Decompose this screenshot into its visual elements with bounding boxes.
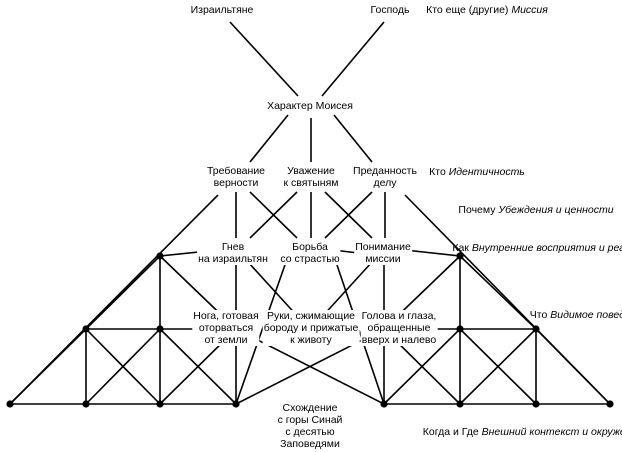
node-devotion: Преданность делу — [352, 165, 418, 189]
understanding-line-2: миссии — [365, 253, 401, 265]
node-descent: Схождение с горы Синай с десятью Заповед… — [276, 402, 344, 450]
line-left-lattice-5 — [85, 328, 161, 405]
line-left-lattice-7 — [159, 328, 237, 405]
hands-line-3: к животу — [290, 334, 332, 346]
how-label: Как — [452, 242, 469, 254]
label-character: Характер Моисея — [266, 100, 354, 112]
line-center-diag-1 — [235, 261, 287, 405]
line-left-lattice-6 — [9, 328, 87, 405]
line-understanding-right — [404, 249, 461, 257]
descent-line-2: с горы Синай — [277, 414, 343, 426]
line-center-cross-2 — [235, 328, 385, 405]
line-right-lattice-7 — [383, 328, 461, 405]
why-label: Почему — [458, 204, 496, 216]
node-dot-12 — [232, 400, 240, 408]
descent-line-1: Схождение — [282, 402, 338, 414]
devotion-line-2: делу — [373, 177, 397, 189]
respect-line-1: Уважение — [287, 165, 335, 177]
hands-line-1: Руки, сжимающие — [266, 310, 356, 322]
node-dot-15 — [532, 400, 540, 408]
line-character-demand — [249, 114, 289, 163]
node-foot: Нога, готовая оторваться от земли — [192, 310, 260, 346]
node-dot-9 — [6, 400, 14, 408]
line-right-lattice-2 — [459, 255, 537, 330]
node-dot-13 — [380, 400, 388, 408]
head-line-3: вверх и налево — [361, 334, 437, 346]
line-left-lattice-2 — [85, 255, 161, 330]
foot-line-2: оторваться — [198, 322, 254, 334]
line-lord-character — [321, 21, 385, 97]
node-dot-4 — [156, 325, 164, 333]
node-understanding: Понимание миссии — [354, 241, 412, 265]
struggle-line-1: Борьба — [292, 241, 328, 253]
identity-label: Идентичность — [448, 166, 525, 178]
line-right-lattice-6 — [535, 328, 611, 405]
devotion-line-1: Преданность — [353, 165, 417, 177]
line-right-lattice-5 — [459, 328, 537, 405]
descent-line-4: Заповедями — [280, 438, 340, 450]
node-anger: Гнев на израильтян — [197, 241, 269, 265]
node-dot-8 — [532, 325, 540, 333]
node-respect: Уважение к святыням — [282, 165, 340, 189]
foot-line-1: Нога, готовая — [193, 310, 259, 322]
what-label: Что — [529, 309, 548, 321]
level-who-else: Кто еще (другие) Миссия — [426, 4, 548, 16]
who-else-label: Кто еще (другие) — [426, 4, 509, 16]
inner-line-1: Внутренние восприятия — [471, 242, 596, 254]
node-dot-11 — [156, 400, 164, 408]
node-demand: Требование верности — [205, 165, 267, 189]
line-devotion-struggle — [324, 191, 373, 239]
node-dot-2 — [456, 252, 464, 260]
descent-line-3: с десятью — [285, 426, 335, 438]
struggle-line-2: со страстью — [280, 253, 340, 265]
context-label: Внешний контекст и окружение — [481, 426, 622, 438]
mission-label: Миссия — [511, 4, 548, 16]
label-lord: Господь — [369, 4, 411, 16]
who-label: Кто — [429, 166, 446, 178]
demand-line-2: верности — [213, 177, 259, 189]
beliefs-label: Убеждения и ценности — [498, 204, 614, 216]
hands-line-2: бороду и прижатые — [263, 322, 359, 334]
node-dot-10 — [82, 400, 90, 408]
node-dot-14 — [456, 400, 464, 408]
node-head: Голова и глаза, обращенные вверх и налев… — [360, 310, 438, 346]
head-line-2: обращенные — [367, 322, 431, 334]
visible-line-2: поведение — [596, 309, 622, 321]
node-struggle: Борьба со страстью — [279, 241, 341, 265]
label-israelites: Израильтяне — [189, 4, 255, 16]
demand-line-1: Требование — [206, 165, 266, 177]
inner-line-2: и реакции — [598, 242, 622, 254]
line-character-devotion — [333, 114, 373, 163]
head-line-1: Голова и глаза, — [361, 310, 437, 322]
node-dot-7 — [456, 325, 464, 333]
line-respect-anger — [249, 191, 298, 239]
line-israelites-character — [229, 21, 299, 97]
level-context: Когда и Где Внешний контекст и окружение — [423, 426, 622, 438]
anger-line-2: на израильтян — [198, 253, 268, 265]
node-dot-3 — [82, 325, 90, 333]
foot-line-3: от земли — [204, 334, 248, 346]
level-visible: Что Видимое поведение — [530, 309, 622, 321]
visible-line-1: Видимое — [550, 309, 594, 321]
anger-line-1: Гнев — [221, 241, 245, 253]
understanding-line-1: Понимание — [355, 241, 411, 253]
level-inner: Как Внутренние восприятия и реакции — [452, 242, 622, 254]
level-beliefs: Почему Убеждения и ценности — [458, 204, 613, 216]
node-dot-16 — [606, 400, 614, 408]
node-dot-1 — [156, 252, 164, 260]
respect-line-2: к святыням — [283, 177, 339, 189]
node-hands: Руки, сжимающие бороду и прижатые к живо… — [262, 310, 360, 346]
level-identity: Кто Идентичность — [429, 166, 525, 178]
line-center-diag-3 — [335, 261, 385, 405]
when-where-label: Когда и Где — [422, 426, 479, 438]
